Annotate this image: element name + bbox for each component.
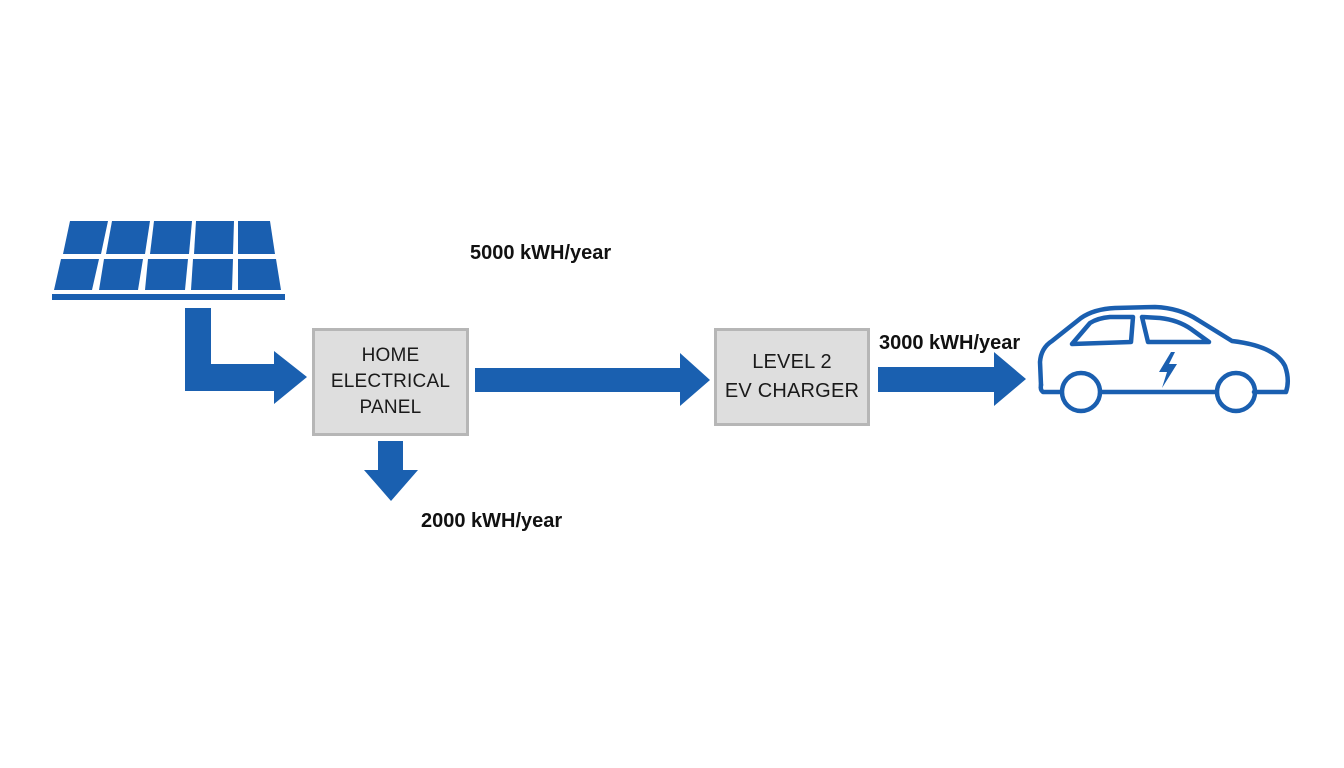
flow-arrow-solar-to-panel (185, 308, 307, 404)
home-consumption-label: 2000 kWH/year (421, 510, 563, 532)
charger-label-line-2: EV CHARGER (724, 380, 860, 402)
ev-charger-box: LEVEL 2 EV CHARGER (714, 328, 870, 426)
solar-panel-icon (52, 221, 285, 300)
panel-label-line-1: HOME (361, 345, 420, 366)
charger-label-line-1: LEVEL 2 (752, 351, 832, 373)
panel-label-line-3: PANEL (359, 397, 422, 418)
flow-arrow-panel-to-charger (475, 353, 710, 406)
home-electrical-panel-box: HOME ELECTRICAL PANEL (312, 328, 469, 436)
ev-consumption-label: 3000 kWH/year (879, 332, 1021, 354)
electric-car-icon (1037, 304, 1290, 414)
panel-label-line-2: ELECTRICAL (330, 371, 451, 392)
lightning-bolt-icon (1159, 352, 1177, 388)
solar-output-label: 5000 kWH/year (470, 242, 612, 264)
flow-arrow-charger-to-car (878, 352, 1026, 406)
flow-arrow-panel-down (364, 441, 418, 501)
